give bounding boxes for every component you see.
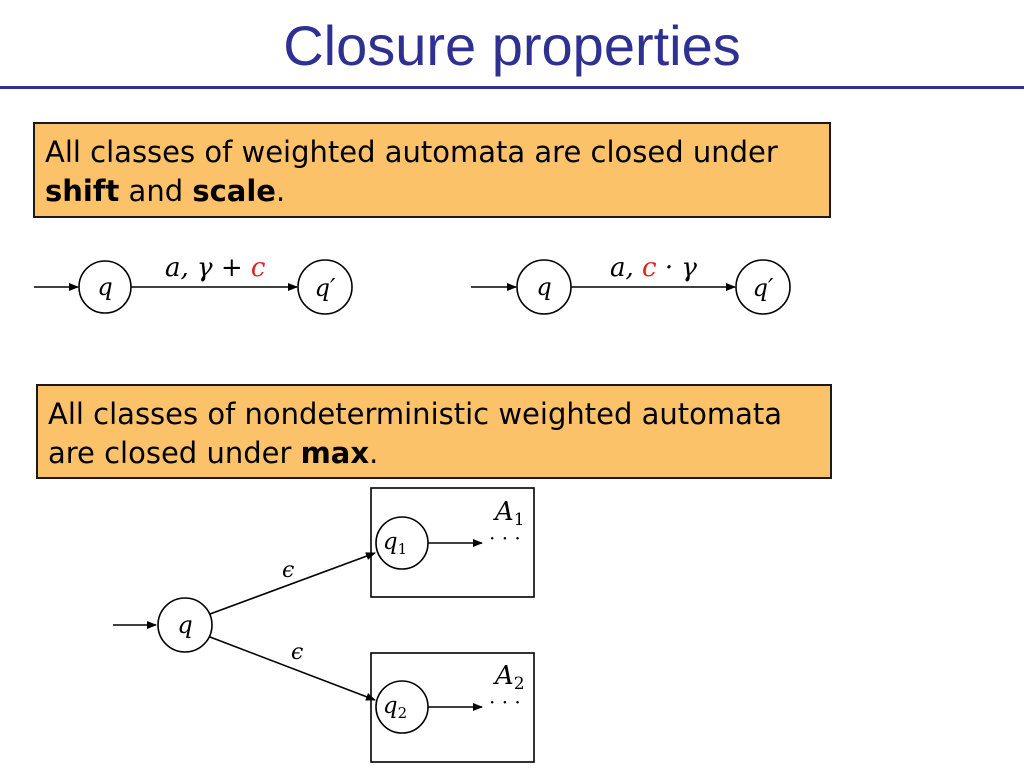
shift-diagram: q a, γ + c q′ [34, 253, 353, 315]
scale-label-rest: · γ [657, 253, 698, 283]
box2-line2-prefix: are closed under [48, 436, 301, 470]
scale-transition-label: a, c · γ [610, 253, 697, 283]
shift-state-q-prime [297, 259, 353, 315]
scale-state-q-label: q [536, 273, 551, 301]
title-underline [0, 86, 1024, 89]
automaton-a2: A2 q2 · · · [370, 652, 535, 763]
automaton-a1-dots: · · · [489, 526, 521, 550]
shift-term: shift [45, 174, 120, 208]
automaton-a2-state-label: q2 [383, 693, 407, 722]
shift-label-a: a, γ + [165, 253, 251, 283]
max-state-q [157, 597, 213, 653]
epsilon-arrow-bottom [209, 636, 376, 701]
automaton-a2-dots: · · · [489, 690, 521, 714]
shift-transition-label: a, γ + c [165, 253, 266, 283]
automaton-a1-box [370, 487, 535, 598]
box1-line1: All classes of weighted automata are clo… [45, 135, 778, 169]
scale-label-a: a, [610, 253, 642, 283]
max-diagram: q ϵ ϵ A1 q1 · · · A2 q2 · · · [113, 487, 535, 763]
and-word: and [119, 174, 193, 208]
scale-diagram: q a, c · γ q′ [471, 253, 791, 315]
scale-state-q-prime-label: q′ [753, 274, 774, 302]
automaton-a1: A1 q1 · · · [370, 487, 535, 598]
scale-label-c: c [642, 253, 657, 283]
automaton-a1-state-label: q1 [383, 529, 407, 558]
slide-title: Closure properties [283, 14, 741, 77]
max-state-q-label: q [177, 611, 192, 639]
shift-label-c: c [251, 253, 266, 283]
shift-state-q-label: q [97, 273, 112, 301]
automaton-a1-name: A1 [493, 497, 525, 530]
epsilon-arrow-top [209, 552, 376, 615]
epsilon-label-top: ϵ [282, 558, 294, 583]
automaton-a2-box [370, 652, 535, 763]
scale-state-q-prime [735, 259, 791, 315]
shift-state-q-prime-label: q′ [315, 274, 336, 302]
automaton-a2-name: A2 [493, 661, 525, 694]
box1-period: . [275, 174, 286, 208]
scale-term: scale [192, 174, 276, 208]
box2-line1: All classes of nondeterministic weighted… [48, 397, 782, 431]
max-statement-box: All classes of nondeterministic weighted… [36, 384, 832, 479]
shift-scale-statement-box: All classes of weighted automata are clo… [33, 122, 831, 218]
epsilon-label-bottom: ϵ [291, 640, 303, 665]
box2-period: . [369, 436, 379, 470]
max-term: max [300, 436, 370, 470]
